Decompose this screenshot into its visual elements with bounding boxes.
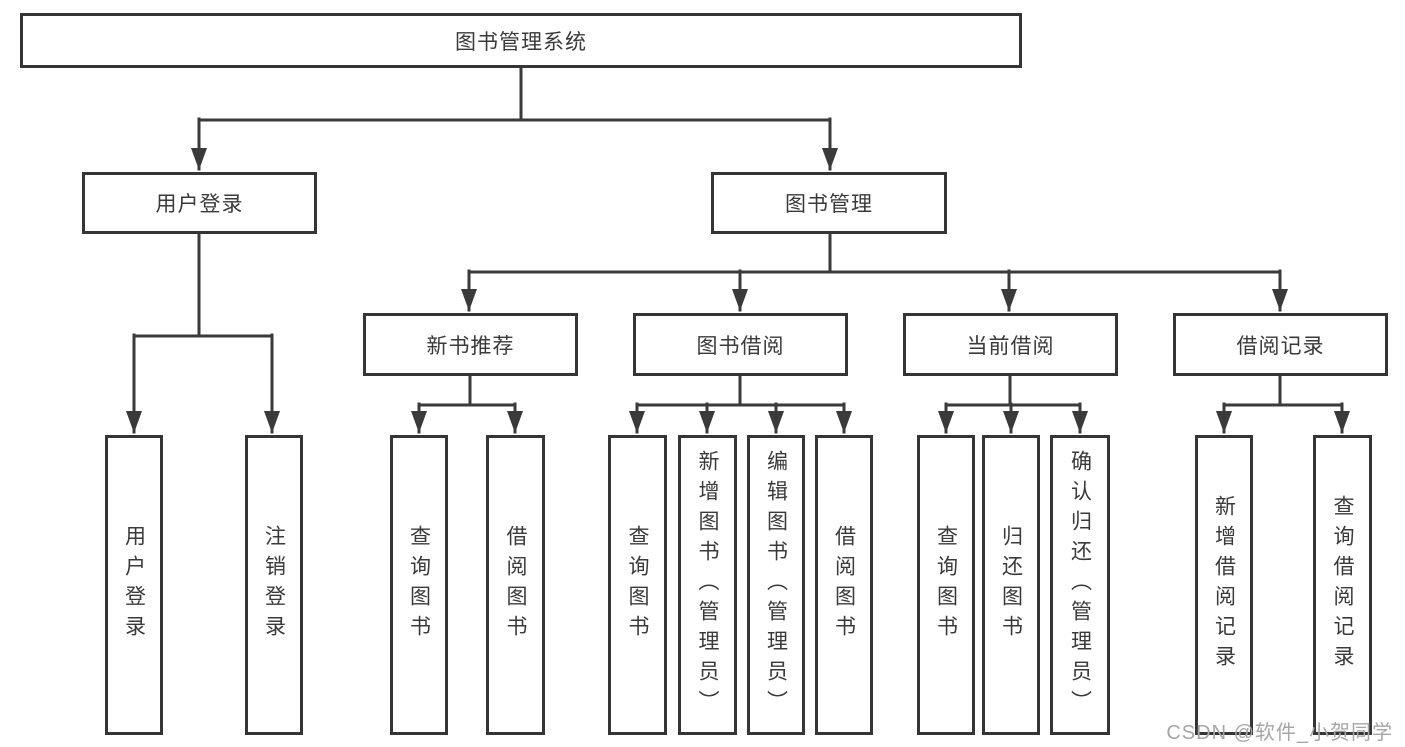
leaf-borrow-books-2: 借阅图书 bbox=[815, 435, 873, 735]
leaf-query-borrow-record-label: 查询借阅记录 bbox=[1331, 495, 1354, 675]
leaf-query-books-3-label: 查询图书 bbox=[934, 525, 958, 645]
node-user-login: 用户登录 bbox=[82, 172, 317, 234]
leaf-query-books-1-label: 查询图书 bbox=[407, 525, 431, 645]
node-current-borrow: 当前借阅 bbox=[903, 313, 1118, 376]
leaf-confirm-return-admin-label: 确认归还（管理员） bbox=[1068, 450, 1092, 720]
leaf-query-books-2: 查询图书 bbox=[608, 435, 667, 735]
node-user-login-label: 用户登录 bbox=[155, 193, 244, 216]
leaf-add-book-admin-label: 新增图书（管理员） bbox=[696, 450, 719, 720]
leaf-user-login-label: 用户登录 bbox=[122, 525, 146, 645]
node-root-label: 图书管理系统 bbox=[455, 30, 587, 54]
leaf-logout-label: 注销登录 bbox=[262, 525, 286, 645]
leaf-logout: 注销登录 bbox=[245, 435, 303, 735]
leaf-add-borrow-record-label: 新增借阅记录 bbox=[1212, 495, 1236, 675]
leaf-add-borrow-record: 新增借阅记录 bbox=[1195, 435, 1253, 735]
node-borrow-records-label: 借阅记录 bbox=[1236, 334, 1325, 358]
leaf-return-book-label: 归还图书 bbox=[999, 525, 1023, 645]
leaf-borrow-books-1: 借阅图书 bbox=[486, 435, 545, 735]
leaf-add-book-admin: 新增图书（管理员） bbox=[678, 435, 737, 735]
node-root: 图书管理系统 bbox=[20, 13, 1022, 68]
leaf-borrow-books-2-label: 借阅图书 bbox=[832, 525, 856, 645]
leaf-query-books-1: 查询图书 bbox=[390, 435, 448, 735]
node-borrow-records: 借阅记录 bbox=[1173, 313, 1388, 376]
leaf-query-books-2-label: 查询图书 bbox=[626, 525, 649, 645]
leaf-confirm-return-admin: 确认归还（管理员） bbox=[1050, 435, 1110, 735]
node-book-borrow-label: 图书借阅 bbox=[696, 334, 785, 358]
csdn-watermark: CSDN @软件_小贺同学 bbox=[1166, 722, 1393, 744]
node-book-management-label: 图书管理 bbox=[785, 193, 873, 216]
leaf-query-borrow-record: 查询借阅记录 bbox=[1313, 435, 1372, 735]
leaf-user-login: 用户登录 bbox=[105, 435, 163, 735]
leaf-edit-book-admin: 编辑图书（管理员） bbox=[747, 435, 805, 735]
node-new-book-recommend-label: 新书推荐 bbox=[426, 334, 515, 358]
node-book-management: 图书管理 bbox=[711, 172, 947, 234]
leaf-edit-book-admin-label: 编辑图书（管理员） bbox=[764, 450, 788, 720]
leaf-borrow-books-1-label: 借阅图书 bbox=[504, 525, 527, 645]
node-new-book-recommend: 新书推荐 bbox=[363, 313, 578, 376]
leaf-query-books-3: 查询图书 bbox=[917, 435, 975, 735]
node-book-borrow: 图书借阅 bbox=[633, 313, 848, 376]
node-current-borrow-label: 当前借阅 bbox=[966, 334, 1055, 358]
leaf-return-book: 归还图书 bbox=[982, 435, 1040, 735]
